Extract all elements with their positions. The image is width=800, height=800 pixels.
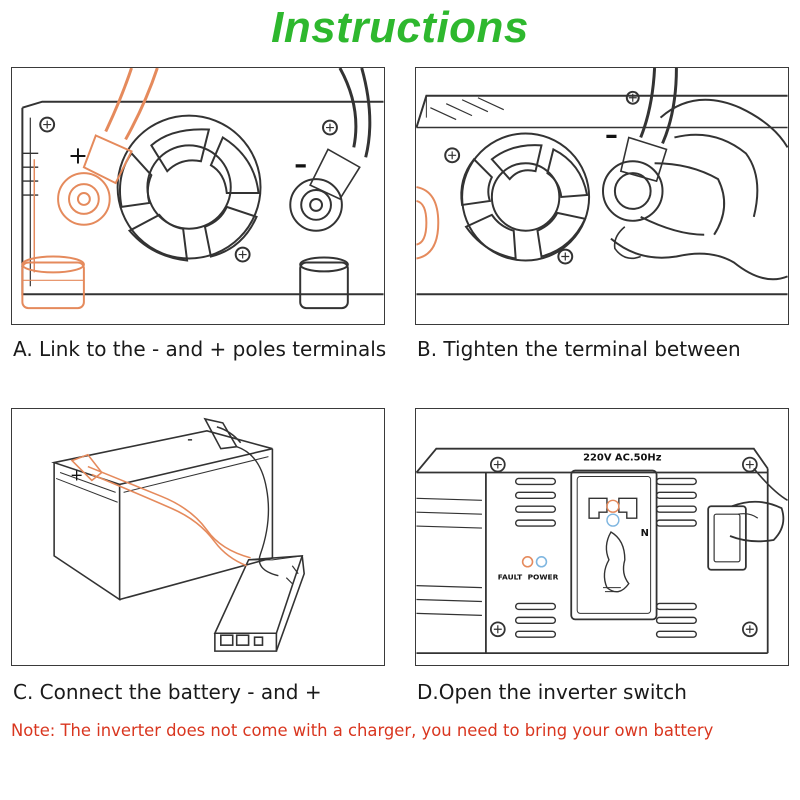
voltage-rating-label: 220V AC.50Hz (583, 453, 662, 464)
battery-plus-label: + (70, 465, 83, 484)
caption-c: C. Connect the battery - and + (13, 680, 322, 704)
caption-d: D.Open the inverter switch (417, 680, 687, 704)
inverter-terminals-drawing: + – (21, 68, 384, 310)
panel-b-illustration: – (415, 67, 789, 325)
charger-note: Note: The inverter does not come with a … (11, 721, 714, 740)
battery-minus-label: - (187, 430, 193, 449)
fault-label: FAULT (498, 573, 523, 582)
plus-terminal-label: + (68, 141, 88, 169)
caption-b: B. Tighten the terminal between (417, 337, 741, 361)
power-label: POWER (528, 573, 559, 582)
tighten-terminal-drawing: – (416, 68, 788, 296)
minus-terminal-label: – (605, 120, 618, 150)
battery-connection-drawing: + - (51, 417, 305, 652)
neutral-label: N (641, 528, 649, 539)
caption-a: A. Link to the - and + poles terminals (13, 337, 387, 361)
panel-a-illustration: + – (11, 67, 385, 325)
panel-c-illustration: + - (11, 408, 385, 666)
page-title: Instructions (271, 3, 529, 52)
panel-d-illustration: 220V AC.50Hz FAULT POWER N (415, 408, 789, 666)
minus-terminal-label: – (294, 150, 307, 180)
inverter-switch-drawing: 220V AC.50Hz FAULT POWER N (416, 447, 788, 654)
